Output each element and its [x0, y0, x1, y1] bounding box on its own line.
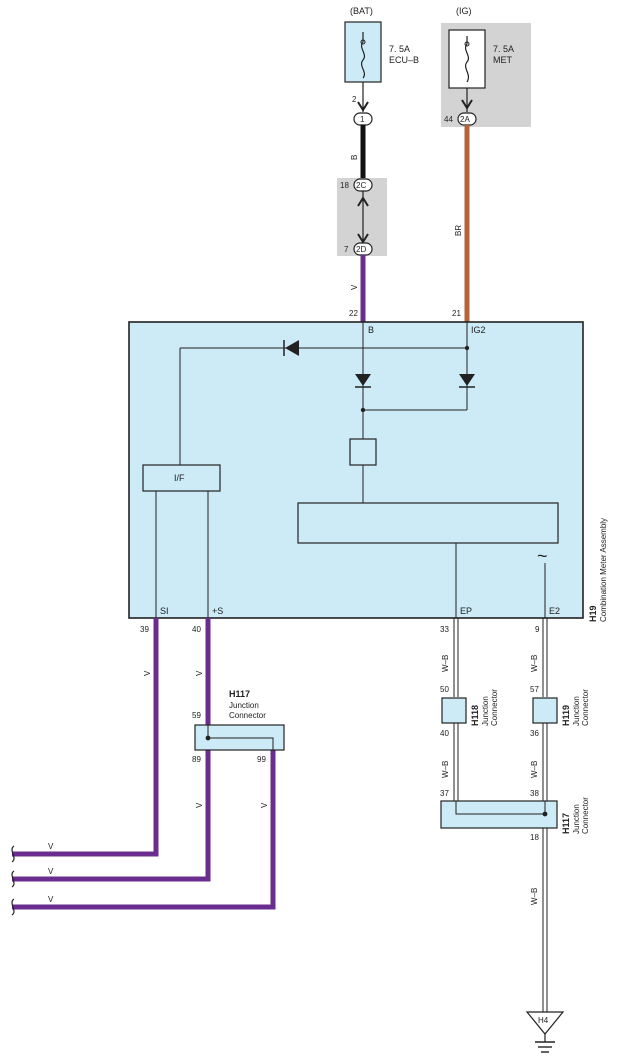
wire-v-si: [12, 618, 159, 857]
pin-21: 21: [452, 309, 461, 318]
if-block: [142, 464, 221, 492]
ground-triangle-icon: [525, 1011, 565, 1035]
svg-text:V: V: [195, 802, 204, 808]
pin-59: 59: [192, 711, 201, 720]
pin-22: 22: [349, 309, 358, 318]
svg-text:W–B: W–B: [530, 888, 539, 905]
svg-text:W–B: W–B: [530, 655, 539, 672]
meter-id: H19: [588, 605, 598, 622]
fuse1-rating: 7. 5A: [389, 44, 410, 54]
fuse2-name: MET: [493, 55, 513, 65]
svg-text:V: V: [195, 670, 204, 676]
meter-pin-plus-s: +S: [212, 606, 223, 616]
meter-cpu-block: [297, 502, 559, 544]
pin-50: 50: [440, 685, 449, 694]
svg-text:V: V: [143, 670, 152, 676]
meter-pin-b: B: [368, 325, 374, 335]
h117b-junction: Junction: [572, 804, 581, 834]
pin-2: 2: [352, 95, 357, 104]
h119-junction: Junction: [572, 696, 581, 726]
pin-37: 37: [440, 789, 449, 798]
pin-40: 40: [192, 625, 201, 634]
h118-id: H118: [470, 705, 480, 726]
pin-36: 36: [530, 729, 539, 738]
regulator-block: [349, 438, 377, 466]
svg-text:V: V: [260, 802, 269, 808]
pin-89: 89: [192, 755, 201, 764]
h119-connector: Connector: [581, 689, 590, 726]
meter-pin-si: SI: [160, 606, 169, 616]
terminal-arrow-icon: [357, 101, 369, 112]
if-label: I/F: [174, 473, 185, 483]
wire-break-icon: [11, 845, 15, 863]
h118-connector: Connector: [490, 689, 499, 726]
fuse2-rating: 7. 5A: [493, 44, 514, 54]
svg-text:1: 1: [360, 115, 365, 124]
svg-text:2A: 2A: [460, 115, 470, 124]
svg-text:W–B: W–B: [441, 655, 450, 672]
pin-33: 33: [440, 625, 449, 634]
diode-icon: [355, 374, 371, 386]
wire-v-89: [12, 750, 211, 882]
ground-label: H4: [538, 1016, 549, 1025]
diode-icon: [459, 374, 475, 386]
pin-99: 99: [257, 755, 266, 764]
h117-junction: Junction: [229, 701, 259, 710]
h118-junction: Junction: [481, 696, 490, 726]
wire-v-99: [12, 750, 276, 910]
meter-pin-e2: E2: [549, 606, 560, 616]
svg-text:W–B: W–B: [530, 761, 539, 778]
wire-label-v: V: [48, 895, 54, 904]
pin-9: 9: [535, 625, 540, 634]
pin-44: 44: [444, 115, 453, 124]
wire-break-icon: [11, 898, 15, 916]
pin-18: 18: [340, 181, 349, 190]
meter-tilde: ~: [537, 546, 548, 566]
fuse1-name: ECU–B: [389, 55, 419, 65]
fuse-icon: [360, 32, 366, 79]
pin-40-h118: 40: [440, 729, 449, 738]
pin-38: 38: [530, 789, 539, 798]
pin-39: 39: [140, 625, 149, 634]
svg-text:W–B: W–B: [441, 761, 450, 778]
bat-label: (BAT): [350, 6, 373, 16]
wire-label-v: V: [350, 284, 359, 290]
wire-label-v: V: [48, 867, 54, 876]
terminal-arrow-icon: [357, 233, 369, 244]
wire-label-v: V: [48, 842, 54, 851]
svg-text:2D: 2D: [356, 245, 366, 254]
wire-break-icon: [11, 870, 15, 888]
h119-id: H119: [561, 705, 571, 726]
pin-57: 57: [530, 685, 539, 694]
diode-icon: [285, 340, 299, 356]
h117-connector: Connector: [229, 711, 266, 720]
h117b-connector: Connector: [581, 797, 590, 834]
fuse-icon: [464, 36, 470, 83]
meter-name: Combination Meter Assembly: [599, 518, 608, 622]
svg-text:2C: 2C: [356, 181, 366, 190]
wire-label-br: BR: [454, 225, 463, 236]
terminal-arrow-icon: [461, 99, 473, 110]
pin-7: 7: [344, 245, 349, 254]
pin-18-h117b: 18: [530, 833, 539, 842]
h118-connector-box: [441, 697, 467, 724]
h117b-id: H117: [561, 813, 571, 834]
meter-pin-ig2: IG2: [471, 325, 486, 335]
h117-id: H117: [229, 689, 250, 699]
wire-label-b: B: [350, 155, 359, 160]
ig-label: (IG): [456, 6, 472, 16]
h119-connector-box: [532, 697, 558, 724]
meter-pin-ep: EP: [460, 606, 472, 616]
